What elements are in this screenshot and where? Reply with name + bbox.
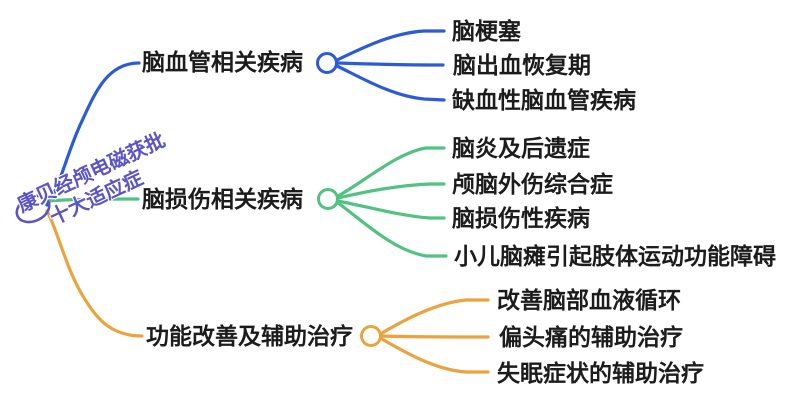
collapse-toggle-function-improve[interactable] [360, 325, 382, 347]
child-label-encephalitis[interactable]: 脑炎及后遗症 [452, 135, 590, 161]
child-curve-insomnia [380, 337, 490, 374]
branch-label-function-improve[interactable]: 功能改善及辅助治疗 [146, 323, 353, 349]
branch-label-brain-injury[interactable]: 脑损伤相关疾病 [142, 186, 303, 212]
collapse-toggle-cerebrovascular[interactable] [316, 52, 338, 74]
child-curve-migraine [380, 334, 490, 339]
child-label-trauma-syndrome[interactable]: 颅脑外伤综合症 [452, 171, 613, 197]
child-curve-hemorrhage-recovery [336, 61, 445, 67]
collapse-toggle-brain-injury[interactable] [317, 188, 339, 210]
branch-label-cerebrovascular[interactable]: 脑血管相关疾病 [142, 49, 303, 75]
branch-curve-brain-injury [45, 197, 140, 203]
brand-char-ellipse-icon [15, 194, 51, 224]
child-curve-cerebral-palsy [336, 201, 448, 258]
child-label-ischemic-disease[interactable]: 缺血性脑血管疾病 [452, 87, 636, 113]
child-curve-trauma-syndrome [336, 182, 446, 200]
child-label-cerebral-palsy[interactable]: 小儿脑瘫引起肢体运动功能障碍 [454, 243, 776, 269]
child-curve-brain-injury-disease [336, 199, 446, 220]
branch-curve-function-improve [45, 209, 144, 338]
child-curve-blood-circulation [380, 298, 490, 335]
child-label-hemorrhage-recovery[interactable]: 脑出血恢复期 [453, 52, 591, 78]
child-label-cerebral-infarction[interactable]: 脑梗塞 [452, 18, 521, 44]
child-label-brain-injury-disease[interactable]: 脑损伤性疾病 [452, 205, 590, 231]
child-label-migraine[interactable]: 偏头痛的辅助治疗 [499, 324, 683, 350]
child-curve-encephalitis [336, 146, 446, 198]
child-curve-ischemic-disease [335, 64, 446, 102]
child-label-blood-circulation[interactable]: 改善脑部血液循环 [497, 287, 681, 313]
child-curve-cerebral-infarction [335, 29, 446, 62]
child-label-insomnia[interactable]: 失眠症状的辅助治疗 [497, 360, 704, 386]
branch-curve-cerebrovascular [45, 61, 141, 207]
